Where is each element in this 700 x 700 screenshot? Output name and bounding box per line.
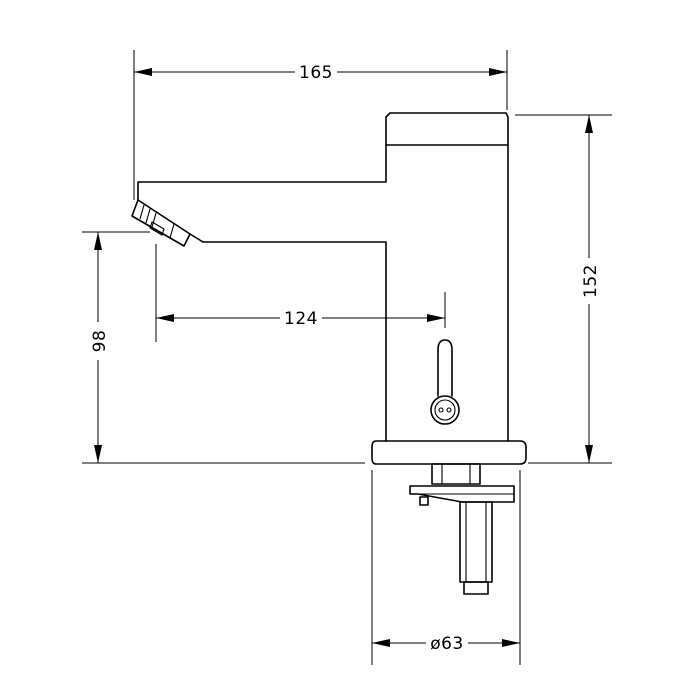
dimension-overall-length — [133, 50, 508, 200]
dimension-overall-height — [515, 114, 612, 464]
dimension-label-diameter-63: ø63 — [430, 634, 464, 654]
dimension-label-152: 152 — [581, 264, 601, 298]
dimension-label-124: 124 — [284, 309, 318, 329]
dimension-spout-height — [82, 231, 150, 463]
dimension-spout-reach — [155, 244, 446, 342]
aerator-nozzle — [131, 199, 204, 247]
dimension-label-98: 98 — [90, 330, 110, 353]
mounting-hardware — [409, 463, 515, 595]
dimension-label-165: 165 — [299, 63, 333, 83]
faucet-body — [137, 112, 509, 442]
dimension-base-diameter — [371, 470, 521, 665]
lever-handle — [430, 339, 460, 425]
base-plate — [371, 440, 527, 465]
